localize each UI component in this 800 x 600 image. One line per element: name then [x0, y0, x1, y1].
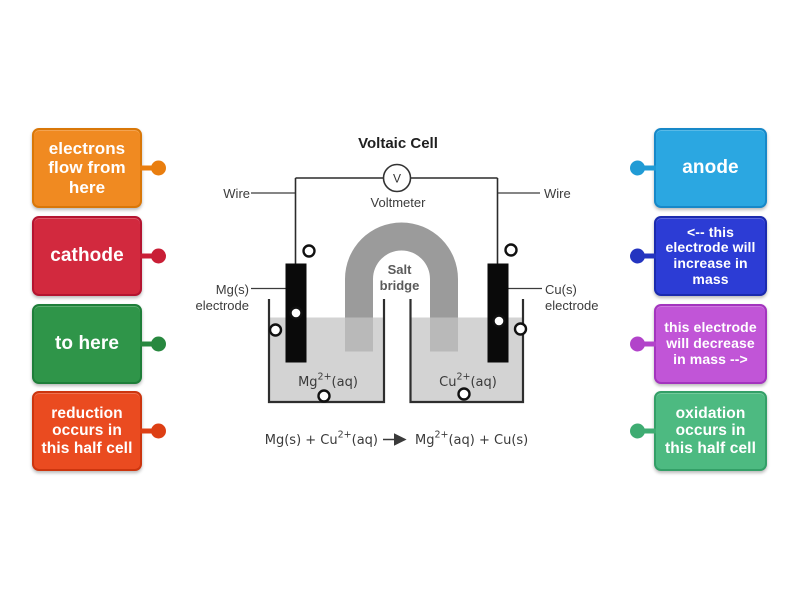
- drop-target-left-electrode-top[interactable]: [302, 244, 316, 258]
- label-chip-text: oxidation occurs in this half cell: [665, 404, 756, 457]
- cu-electrode-label-line2: electrode: [545, 298, 598, 313]
- label-chip-text: electrons flow from here: [48, 139, 126, 197]
- connector-dot: [630, 248, 645, 264]
- voltmeter-symbol: V: [393, 172, 401, 186]
- label-chip-text: to here: [54, 333, 120, 355]
- label-chip-text: this electrode will decrease in mass -->: [664, 319, 757, 367]
- label-chip-cathode[interactable]: cathode: [32, 216, 166, 296]
- connector: [630, 423, 656, 439]
- salt-bridge-label-line1: Salt: [388, 262, 413, 277]
- drop-target-right-beaker-side[interactable]: [513, 322, 528, 336]
- drop-target-right-beaker-bottom[interactable]: [457, 387, 471, 401]
- connector-dot: [151, 160, 166, 176]
- drop-target-left-beaker-bottom[interactable]: [317, 389, 331, 403]
- drop-target-left-beaker-side[interactable]: [268, 323, 283, 337]
- label-chip-oxidation[interactable]: oxidation occurs in this half cell: [630, 391, 767, 471]
- connector-dot: [630, 336, 645, 352]
- voltmeter-dial: [382, 163, 412, 193]
- mg-solution-label: Mg2+(aq): [298, 372, 358, 391]
- connector: [140, 423, 166, 439]
- label-chip-reduction[interactable]: reduction occurs in this half cell: [32, 391, 166, 471]
- connector: [630, 248, 656, 264]
- label-chip-to-here[interactable]: to here: [32, 304, 166, 384]
- mg-electrode-label-line1: Mg(s): [216, 282, 249, 297]
- connector: [140, 336, 166, 352]
- drop-target-right-electrode-top[interactable]: [504, 243, 518, 257]
- salt-bridge-label-line2: bridge: [380, 278, 420, 293]
- wire-left-label: Wire: [223, 186, 250, 201]
- salt-bridge-leg-right-submerged: [430, 317, 458, 352]
- label-chip-electrons-flow[interactable]: electrons flow from here: [32, 128, 166, 208]
- diagram-title: Voltaic Cell: [358, 135, 438, 152]
- connector-dot: [630, 423, 645, 439]
- connector-dot: [151, 336, 166, 352]
- label-chip-text: cathode: [50, 245, 124, 267]
- equation-left-side: Mg(s) + Cu2+(aq): [265, 430, 378, 449]
- drop-target-left-electrode[interactable]: [289, 306, 303, 320]
- cu-electrode: [487, 263, 509, 363]
- connector: [140, 248, 166, 264]
- mg-electrode-label-line2: electrode: [196, 298, 249, 313]
- drop-target-right-electrode[interactable]: [492, 314, 506, 328]
- salt-bridge-leg-left-submerged: [345, 317, 373, 352]
- salt-bridge: [345, 222, 458, 352]
- connector: [630, 160, 656, 176]
- connector-dot: [630, 160, 645, 176]
- cu-solution-label: Cu2+(aq): [439, 372, 497, 391]
- label-chip-decrease-mass[interactable]: this electrode will decrease in mass -->: [630, 304, 767, 384]
- connector-dot: [151, 423, 166, 439]
- label-chip-text: <-- this electrode will increase in mass: [665, 223, 756, 287]
- label-chip-text: reduction occurs in this half cell: [41, 404, 133, 457]
- voltmeter-label: Voltmeter: [371, 195, 427, 210]
- connector-dot: [151, 248, 166, 264]
- connector: [140, 160, 166, 176]
- label-chip-anode[interactable]: anode: [630, 128, 767, 208]
- wire-right-label: Wire: [544, 186, 571, 201]
- label-chip-increase-mass[interactable]: <-- this electrode will increase in mass: [630, 216, 767, 296]
- connector: [630, 336, 656, 352]
- right-beaker: [409, 299, 525, 404]
- equation-right-side: Mg2+(aq) + Cu(s): [415, 430, 528, 449]
- cu-electrode-label-line1: Cu(s): [545, 282, 577, 297]
- label-chip-text: anode: [682, 157, 739, 179]
